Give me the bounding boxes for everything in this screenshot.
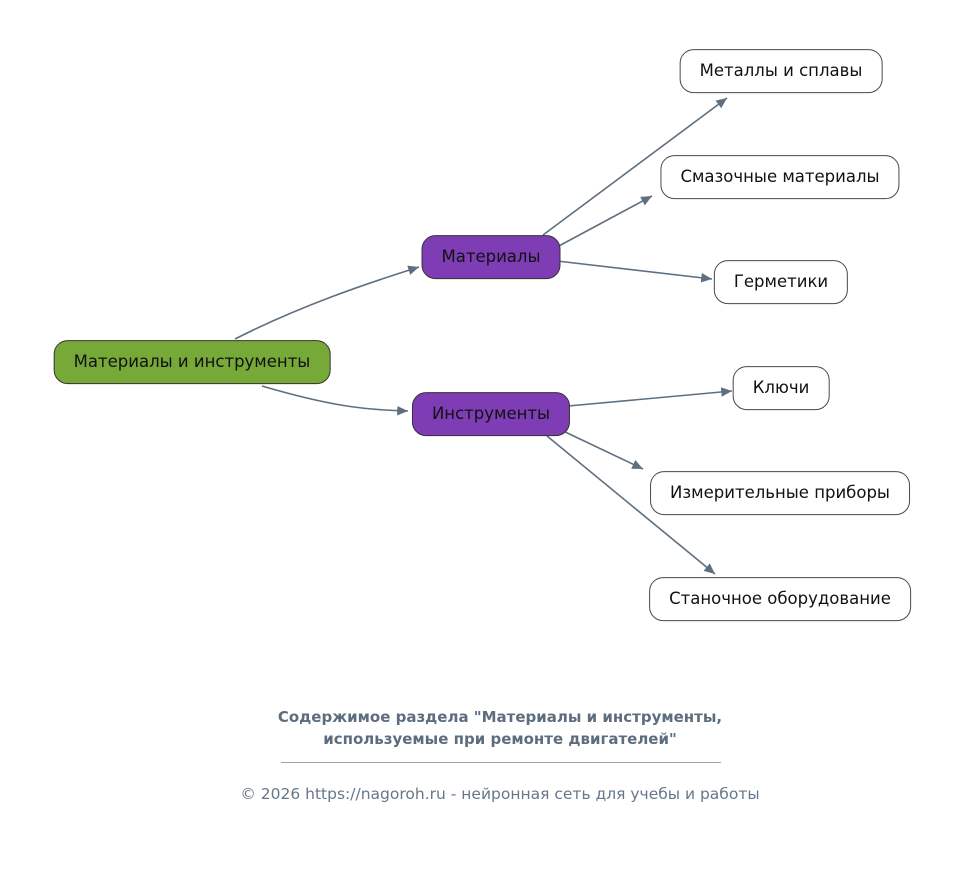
node-branch-materials: Материалы bbox=[421, 235, 561, 279]
edge-root-to-tools bbox=[261, 385, 409, 416]
caption-line-1: Содержимое раздела "Материалы и инструме… bbox=[277, 708, 723, 726]
node-root-materials-and-tools: Материалы и инструменты bbox=[53, 340, 331, 384]
node-leaf-machine-equipment: Станочное оборудование bbox=[649, 577, 911, 621]
edge-tools-to-instruments bbox=[560, 429, 644, 470]
copyright-text: © 2026 https://nagoroh.ru - нейронная се… bbox=[240, 785, 760, 803]
node-leaf-lubricants: Смазочные материалы bbox=[660, 155, 900, 199]
edge-root-to-materials bbox=[234, 265, 420, 340]
edge-materials-to-lubricants bbox=[556, 195, 653, 248]
node-leaf-wrenches: Ключи bbox=[732, 366, 830, 410]
node-leaf-sealants: Герметики bbox=[713, 260, 849, 304]
node-branch-tools: Инструменты bbox=[411, 392, 571, 436]
caption-line-2: используемые при ремонте двигателей" bbox=[323, 729, 677, 748]
edge-tools-to-wrenches bbox=[567, 387, 733, 407]
node-leaf-measuring-instruments: Измерительные приборы bbox=[650, 471, 910, 515]
footer-divider bbox=[281, 762, 721, 763]
node-leaf-metals-and-alloys: Металлы и сплавы bbox=[679, 49, 883, 93]
diagram-caption: Содержимое раздела "Материалы и инструме… bbox=[36, 707, 964, 751]
edge-materials-to-sealants bbox=[556, 260, 713, 283]
